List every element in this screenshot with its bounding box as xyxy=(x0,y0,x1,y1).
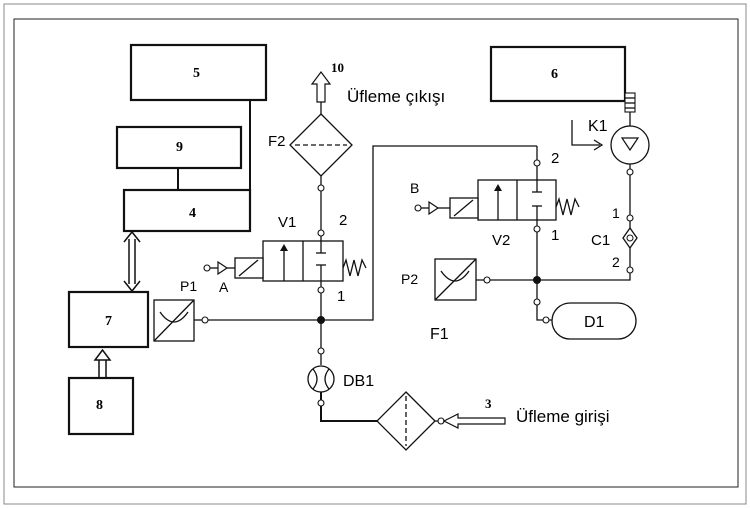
inlet-number: 3 xyxy=(485,396,492,411)
bidirectional-arrow-icon xyxy=(123,230,141,293)
label-p2: P2 xyxy=(401,271,418,287)
valve-v1 xyxy=(203,240,367,282)
line-db1-filter xyxy=(320,392,377,422)
block-7-label: 7 xyxy=(105,314,112,329)
block-4-label: 4 xyxy=(189,206,196,221)
line-junction-v2 xyxy=(208,145,537,321)
line-v2-bottom xyxy=(536,220,552,321)
block-5: 5 xyxy=(129,43,268,102)
arrow-to-k1-icon xyxy=(571,120,604,151)
flowmeter-db1 xyxy=(307,365,335,393)
outlet-arrow-icon xyxy=(310,71,332,103)
block-6: 6 xyxy=(489,45,627,103)
line-v2-c1-k1 xyxy=(537,164,631,281)
label-f2: F2 xyxy=(268,133,286,150)
valve-v2 xyxy=(414,179,580,221)
check-valve-c1 xyxy=(622,226,638,250)
label-k1: K1 xyxy=(588,118,608,135)
c1-port-1: 1 xyxy=(612,205,620,221)
v1-port-1: 1 xyxy=(337,288,345,305)
label-v2: V2 xyxy=(492,232,510,249)
block-5-label: 5 xyxy=(193,66,200,81)
block-6-label: 6 xyxy=(551,67,558,82)
block-7: 7 xyxy=(67,290,150,349)
pilot-a-label: A xyxy=(219,279,229,295)
label-v1: V1 xyxy=(278,214,296,231)
inlet-label: Üfleme girişi xyxy=(516,407,610,426)
pressure-sensor-p1 xyxy=(153,299,209,342)
pressure-sensor-p2 xyxy=(434,258,537,301)
pilot-b-label: B xyxy=(410,180,419,196)
inlet-arrow-icon xyxy=(442,413,506,429)
block-8: 8 xyxy=(67,376,135,436)
block-4: 4 xyxy=(122,188,252,233)
label-db1: DB1 xyxy=(343,373,374,390)
label-c1: C1 xyxy=(591,232,610,249)
filter-f1 xyxy=(376,391,436,451)
up-arrow-icon xyxy=(93,348,112,378)
inner-frame xyxy=(13,18,739,488)
compressor-k1 xyxy=(610,92,650,165)
label-f1: F1 xyxy=(430,326,449,343)
outer-frame xyxy=(3,3,747,505)
outlet-label: Üfleme çıkışı xyxy=(347,87,445,106)
outlet-number: 10 xyxy=(331,60,344,75)
block-8-label: 8 xyxy=(96,398,103,413)
v1-port-2: 2 xyxy=(339,212,347,229)
label-p1: P1 xyxy=(180,278,197,294)
filter-f2 xyxy=(289,102,353,177)
label-d1: D1 xyxy=(584,314,605,331)
tank-d1 xyxy=(551,302,637,340)
c1-port-2: 2 xyxy=(612,254,620,270)
v2-port-2: 2 xyxy=(551,150,559,167)
v2-port-1: 1 xyxy=(551,227,559,244)
block-9-label: 9 xyxy=(176,140,183,155)
block-9: 9 xyxy=(115,125,243,170)
